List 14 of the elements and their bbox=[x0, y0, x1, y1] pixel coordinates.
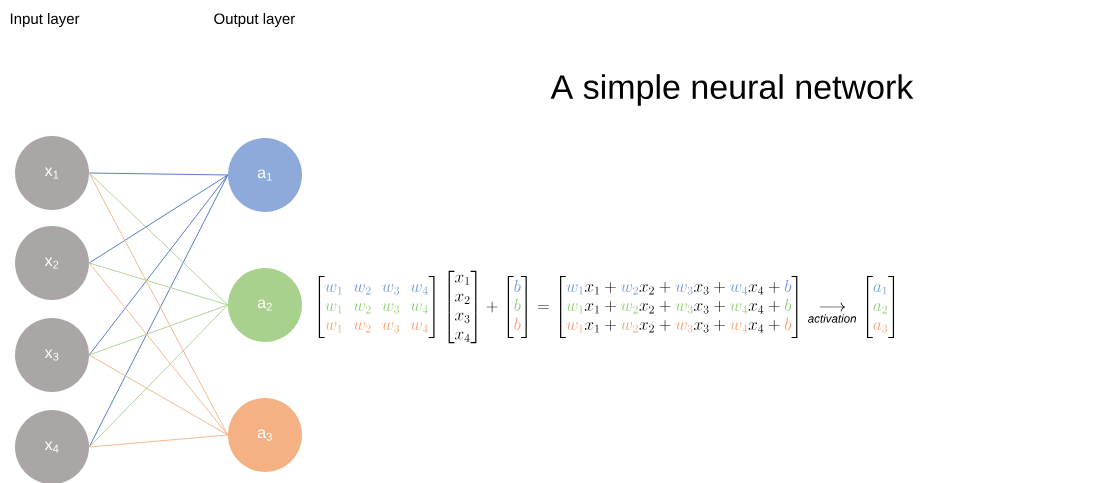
connection-line bbox=[88, 172, 229, 176]
connection-line bbox=[88, 304, 229, 448]
connection-line bbox=[88, 354, 229, 436]
connection-line bbox=[88, 174, 229, 356]
connection-line bbox=[88, 172, 229, 306]
title: A simple neural network bbox=[550, 74, 914, 106]
connection-line bbox=[88, 262, 229, 306]
connection-line bbox=[88, 434, 229, 448]
connection-line bbox=[88, 304, 229, 356]
connection-line bbox=[88, 174, 229, 264]
matrix-equation: $\left[\begin{matrix}\textcolor[HTML]{7396D6}{w_1}&\textcolor[HTML]{7396D6}{w_2}&\textcolor[HTML]{7396D6}{w_3}&\textcolor[HTML]{7396D6}{w_4}\\\textcolor[HTML]{8FCB72}{w_1}&\textcolor[HTML]{8FCB72}{w_2}&\textcolor[HTML]{8FCB72}{w_3}&\textcolor[HTML]{8FCB72}{w_4}\\\textcolor[HTML]{F2A074}{w_1}&\textcolor[HTML]{F2A074}{w_2}&\textcolor[HTML]{F2A074}{w_3}&\textcolor[HTML]{F2A074}{w_4}\end{matrix}\right]\left[\begin{matrix}x_1\\x_2\\x_3\\x_4\end{matrix}\right]+\left[\begin{matrix}\textcolor[HTML]{7396D6}{b}\\\textcolor[HTML]{8FCB72}{b}\\\textcolor[HTML]{F2A074}{b}\end{matrix}\right]=\left[\begin{matrix}\textcolor[HTML]{7396D6}{w_1}x_1+\textcolor[HTML]{7396D6}{w_2}x_2+\textcolor[HTML]{7396D6}{w_3}x_3+\textcolor[HTML]{7396D6}{w_4}x_4+\textcolor[HTML]{7396D6}{b}\\\textcolor[HTML]{8FCB72}{w_1}x_1+\textcolor[HTML]{8FCB72}{w_2}x_2+\textcolor[HTML]{8FCB72}{w_3}x_3+\textcolor[HTML]{8FCB72}{w_4}x_4+\textcolor[HTML]{8FCB72}{b}\\\textcolor[HTML]{F2A074}{w_1}x_1+\textcolor[HTML]{F2A074}{w_2}x_2+\textcolor[HTML]{F2A074}{w_3}x_3+\textcolor[HTML]{F2A074}{w_4}x_4+\textcolor[HTML]{F2A074}{b}\end{matrix}\right]\underset{\mathit{activation}}{\longrightarrow}\left[\begin{matrix}\textcolor[HTML]{7396D6}{a_1}\\\textcolor[HTML]{8FCB72}{a_2}\\\textcolor[HTML]{F2A074}{a_3}\end{matrix}\right]$ bbox=[318, 270, 894, 344]
connection-line bbox=[88, 262, 229, 436]
layer-label: Input layer bbox=[10, 13, 80, 27]
layer-label: Output layer bbox=[214, 13, 295, 27]
